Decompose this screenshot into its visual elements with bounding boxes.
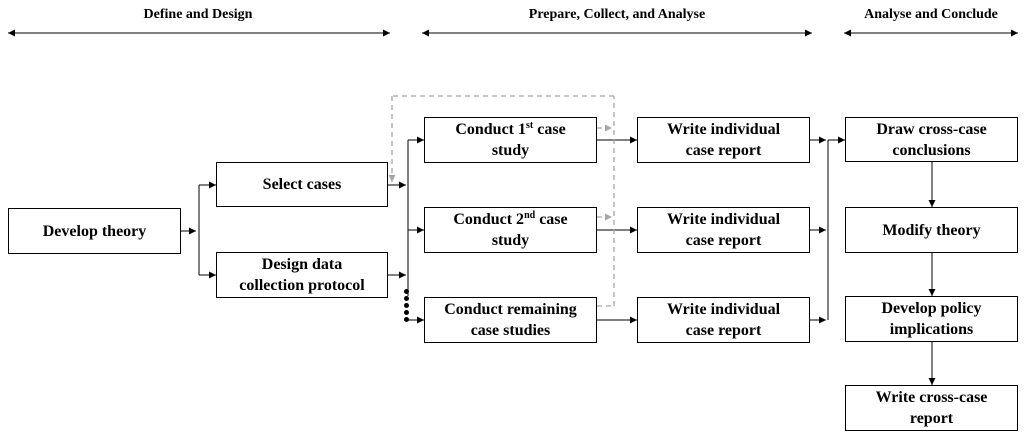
continuation-dot [404, 296, 409, 301]
cross-case-conclusions-label: Draw cross-case conclusions [876, 120, 987, 159]
continuation-dot [404, 303, 409, 308]
policy-implications-label: Develop policy implications [881, 300, 982, 338]
write-case-report-2-label: Write individual case report [666, 211, 781, 249]
conduct-second-case-label: Conduct 2nd case study [453, 210, 568, 250]
write-case-report-3-box: Write individual case report [637, 297, 810, 343]
write-case-report-1-box: Write individual case report [637, 117, 810, 163]
conduct-second-case-box: Conduct 2nd case study [424, 207, 597, 253]
phase-define-design: Define and Design [143, 7, 253, 22]
design-to-cases-connector [388, 136, 424, 324]
develop-theory-label: Develop theory [42, 222, 147, 240]
modify-theory-box: Modify theory [845, 207, 1018, 253]
cases-to-reports-connector [597, 136, 637, 324]
phase-prepare-collect-analyse: Prepare, Collect, and Analyse [528, 7, 706, 22]
write-case-report-2-box: Write individual case report [637, 207, 810, 253]
continuation-dot [404, 289, 409, 294]
develop-theory-box: Develop theory [8, 208, 181, 254]
continuation-dot [404, 317, 409, 322]
policy-implications-box: Develop policy implications [845, 296, 1018, 342]
conduct-remaining-cases-label: Conduct remaining case studies [444, 301, 577, 339]
conduct-first-case-label: Conduct 1st case study [455, 120, 566, 160]
develop-to-design-connector [181, 181, 216, 279]
write-cross-case-report-box: Write cross-case report [845, 385, 1018, 431]
modify-theory-label: Modify theory [882, 221, 981, 239]
design-protocol-box: Design data collection protocol [216, 252, 388, 298]
select-cases-label: Select cases [262, 176, 342, 193]
continuation-dot [404, 310, 409, 315]
phase-analyse-conclude: Analyse and Conclude [864, 7, 998, 22]
write-cross-case-report-label: Write cross-case report [875, 389, 988, 427]
write-case-report-3-label: Write individual case report [666, 301, 781, 339]
conduct-first-case-box: Conduct 1st case study [424, 117, 597, 163]
write-case-report-1-label: Write individual case report [666, 121, 781, 159]
select-cases-box: Select cases [216, 162, 388, 207]
feedback-loop-dashed [388, 95, 615, 307]
cross-case-conclusions-box: Draw cross-case conclusions [845, 117, 1018, 162]
reports-to-conclusions-connector [810, 136, 845, 324]
design-protocol-label: Design data collection protocol [239, 256, 365, 294]
conduct-remaining-cases-box: Conduct remaining case studies [424, 297, 597, 343]
